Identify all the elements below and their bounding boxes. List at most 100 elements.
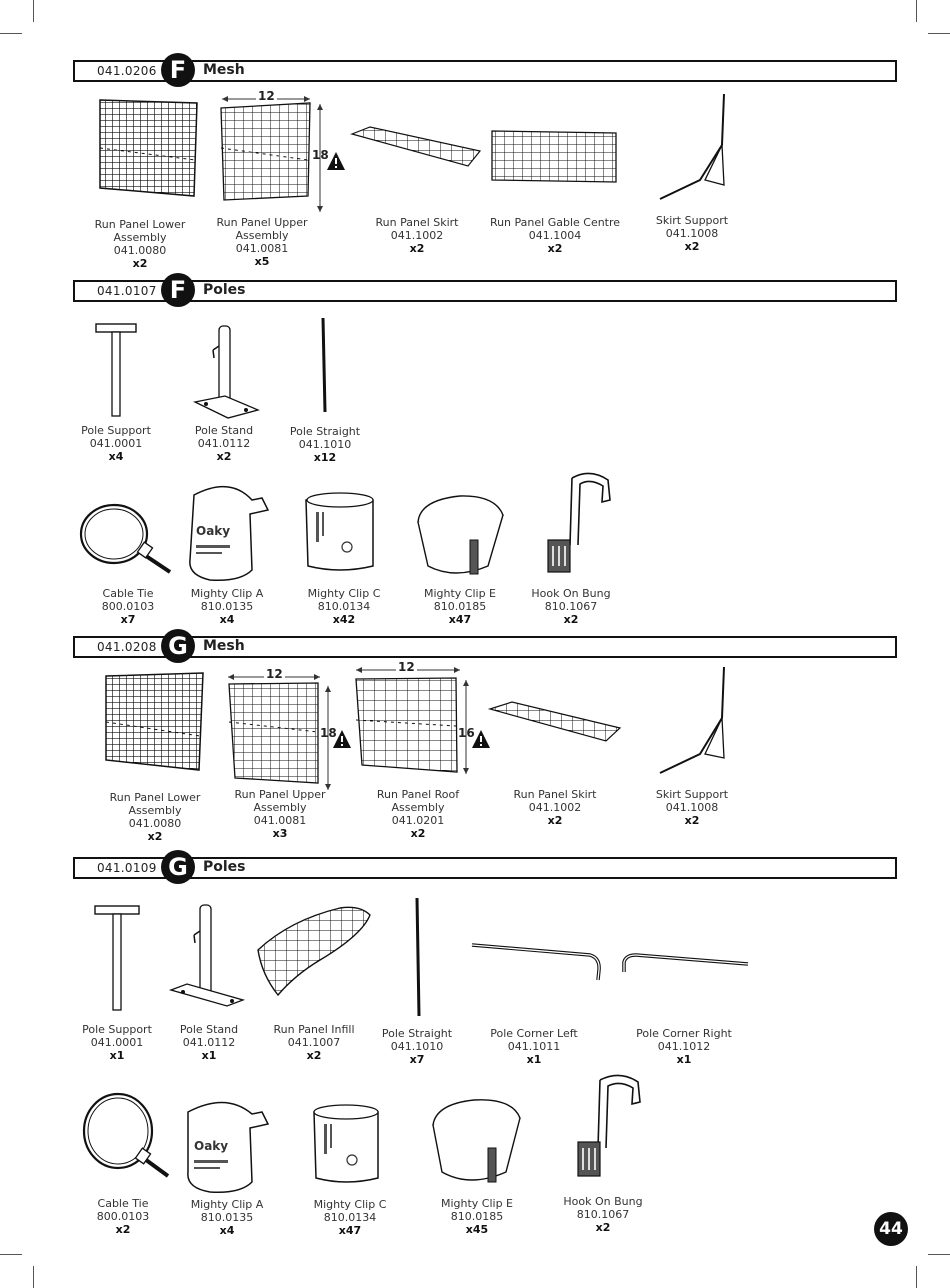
- part-quantity: x2: [684, 814, 700, 827]
- part-name: Mighty Clip C: [313, 1198, 387, 1211]
- part-name: Run Panel Infill: [273, 1023, 355, 1036]
- part-name: Skirt Support: [655, 214, 729, 227]
- part-quantity: x42: [332, 613, 356, 626]
- run-panel-upper-illustration: [228, 674, 351, 790]
- part-name: Run Panel Gable Centre: [489, 216, 621, 229]
- mighty-clip-c-illustration: [305, 492, 374, 571]
- run-panel-lower-illustration: [99, 99, 198, 197]
- part-code: 800.0103: [101, 600, 155, 613]
- mighty-clip-c-illustration: [313, 1104, 379, 1183]
- crop-mark: [916, 1266, 917, 1288]
- part-name: Run Panel Lower: [94, 218, 186, 231]
- run-panel-infill-illustration: [257, 906, 371, 997]
- part-quantity: x2: [132, 257, 148, 270]
- part-name: Assembly: [128, 804, 182, 817]
- part-quantity: x12: [313, 451, 337, 464]
- run-panel-skirt-illustration: [350, 126, 482, 167]
- svg-text:Oaky: Oaky: [194, 1139, 228, 1153]
- part-name: Pole Straight: [289, 425, 361, 438]
- part-name: Run Panel Upper: [216, 216, 308, 229]
- part-name: Pole Support: [81, 424, 151, 437]
- part-name: Pole Support: [82, 1023, 152, 1036]
- section-header-mesh-f: 041.0206 F Mesh: [73, 53, 897, 87]
- part-quantity: x2: [409, 242, 425, 255]
- run-panel-roof-illustration: [355, 667, 490, 774]
- part-code: 041.0080: [128, 817, 182, 830]
- run-panel-skirt-illustration: [487, 701, 622, 742]
- part-caption-hook-on-bung: Hook On Bung 810.1067 x2: [533, 1195, 673, 1234]
- part-caption-mighty-clip-a: Mighty Clip A 810.0135 x4: [157, 1198, 297, 1237]
- part-name: Assembly: [235, 229, 289, 242]
- crop-mark: [928, 33, 950, 34]
- part-quantity: x2: [115, 1223, 131, 1236]
- part-name: Mighty Clip E: [440, 1197, 514, 1210]
- section-title: Mesh: [203, 638, 245, 654]
- part-code: 041.1012: [657, 1040, 711, 1053]
- mighty-clip-e-illustration: [417, 495, 504, 575]
- part-code: 041.0080: [113, 244, 167, 257]
- part-quantity: x4: [108, 450, 124, 463]
- part-caption-run-panel-gable-centre: Run Panel Gable Centre 041.1004 x2: [470, 216, 640, 255]
- part-caption-cable-tie: Cable Tie 800.0103 x2: [53, 1197, 193, 1236]
- part-code: 041.1008: [665, 227, 719, 240]
- part-caption-mighty-clip-c: Mighty Clip C 810.0134 x42: [274, 587, 414, 626]
- section-badge: G: [161, 629, 195, 663]
- part-caption-run-panel-upper: Run Panel Upper Assembly 041.0081 x5: [192, 216, 332, 268]
- part-name: Skirt Support: [655, 788, 729, 801]
- part-name: Mighty Clip A: [190, 1198, 264, 1211]
- part-caption-pole-stand: Pole Stand 041.0112 x2: [154, 424, 294, 463]
- pole-corner-left-illustration: [471, 943, 601, 981]
- run-panel-upper-illustration: [220, 96, 345, 212]
- crop-mark: [916, 0, 917, 22]
- part-name: Run Panel Skirt: [513, 788, 597, 801]
- part-name: Assembly: [391, 801, 445, 814]
- part-code: 041.0001: [89, 437, 143, 450]
- pole-stand-illustration: [192, 325, 260, 419]
- pole-support-illustration: [95, 323, 137, 417]
- section-header-poles-f: 041.0107 F Poles: [73, 273, 897, 307]
- part-code: 041.0081: [235, 242, 289, 255]
- part-quantity: x2: [684, 240, 700, 253]
- part-quantity: x5: [254, 255, 270, 268]
- part-quantity: x1: [109, 1049, 125, 1062]
- hook-on-bung-illustration: [577, 1074, 641, 1177]
- part-code: 810.0135: [200, 600, 254, 613]
- dimension-label: 18: [312, 148, 329, 162]
- part-name: Mighty Clip E: [423, 587, 497, 600]
- crop-mark: [0, 33, 22, 34]
- svg-text:Oaky: Oaky: [196, 524, 230, 538]
- part-code: 810.0134: [323, 1211, 377, 1224]
- run-panel-gable-centre-illustration: [491, 130, 617, 183]
- section-code: 041.0107: [97, 284, 157, 298]
- part-caption-hook-on-bung: Hook On Bung 810.1067 x2: [501, 587, 641, 626]
- part-caption-run-panel-roof: Run Panel Roof Assembly 041.0201 x2: [348, 788, 488, 840]
- part-caption-pole-corner-left: Pole Corner Left 041.1011 x1: [464, 1027, 604, 1066]
- part-quantity: x2: [410, 827, 426, 840]
- part-code: 041.1002: [390, 229, 444, 242]
- part-quantity: x4: [219, 1224, 235, 1237]
- skirt-support-illustration: [659, 666, 725, 774]
- part-quantity: x1: [526, 1053, 542, 1066]
- part-name: Run Panel Roof: [376, 788, 460, 801]
- pole-stand-illustration: [168, 904, 246, 1007]
- part-code: 810.1067: [544, 600, 598, 613]
- part-quantity: x4: [219, 613, 235, 626]
- part-caption-pole-support: Pole Support 041.0001 x1: [47, 1023, 187, 1062]
- part-code: 041.1004: [528, 229, 582, 242]
- crop-mark: [33, 0, 34, 22]
- section-header-poles-g: 041.0109 G Poles: [73, 850, 897, 884]
- part-code: 041.1010: [390, 1040, 444, 1053]
- part-quantity: x2: [595, 1221, 611, 1234]
- part-name: Pole Stand: [179, 1023, 239, 1036]
- dimension-label: 16: [458, 726, 475, 740]
- dimension-label: 18: [320, 726, 337, 740]
- dimension-label: 12: [256, 89, 277, 103]
- dimension-label: 12: [264, 667, 285, 681]
- part-name: Pole Corner Left: [490, 1027, 578, 1040]
- part-code: 041.0112: [197, 437, 251, 450]
- cable-tie-illustration: [79, 503, 172, 574]
- part-quantity: x7: [409, 1053, 425, 1066]
- part-code: 800.0103: [96, 1210, 150, 1223]
- part-name: Cable Tie: [102, 587, 154, 600]
